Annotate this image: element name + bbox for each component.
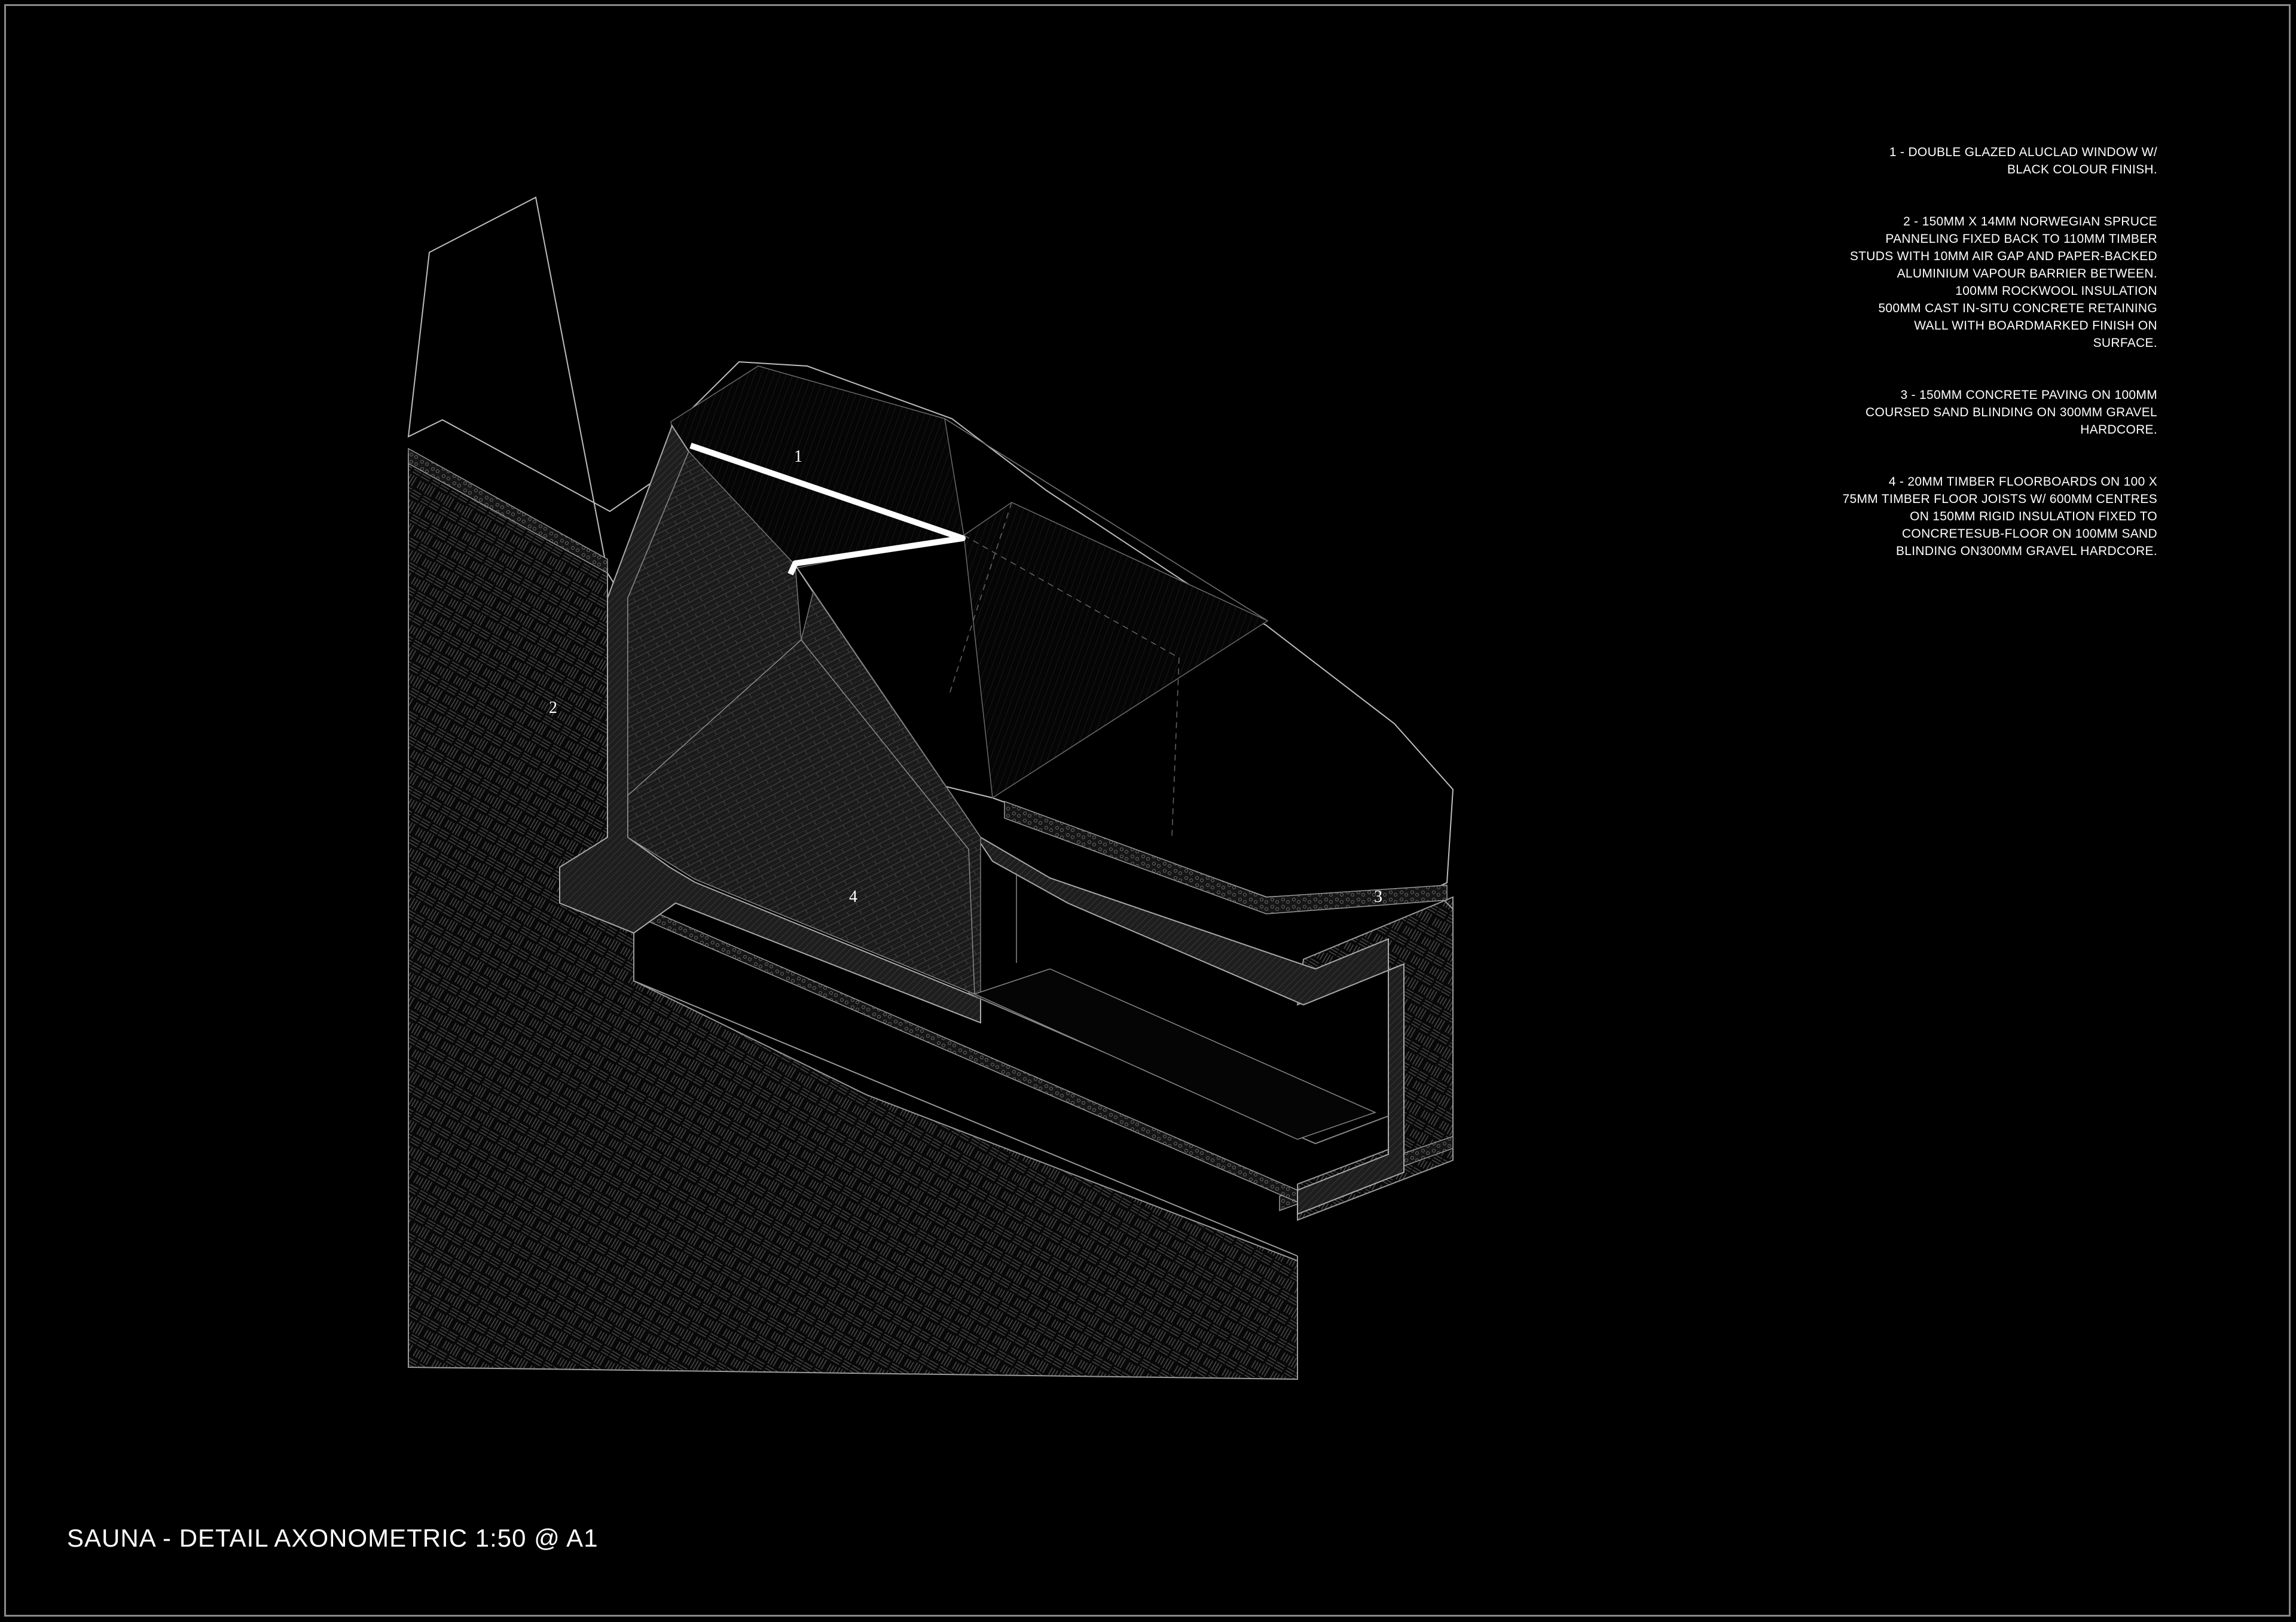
note-line: 500MM CAST IN-SITU CONCRETE RETAINING: [1878, 301, 2157, 315]
callout-3: 3: [1374, 888, 1382, 906]
note-line: COURSED SAND BLINDING ON 300MM GRAVEL: [1866, 406, 2157, 419]
sheet-border: [4, 4, 2291, 1617]
note-line: 1 - DOUBLE GLAZED ALUCLAD WINDOW W/: [1889, 145, 2157, 159]
note-4: 4 - 20MM TIMBER FLOORBOARDS ON 100 X 75M…: [1787, 473, 2157, 560]
note-line: ON 150MM RIGID INSULATION FIXED TO: [1910, 510, 2157, 523]
callouts: 1 2 3 4: [549, 447, 1382, 906]
note-line: BLINDING ON300MM GRAVEL HARDCORE.: [1896, 544, 2157, 558]
note-2: 2 - 150MM X 14MM NORWEGIAN SPRUCE PANNEL…: [1787, 213, 2157, 352]
callout-2: 2: [549, 699, 557, 717]
note-line: PANNELING FIXED BACK TO 110MM TIMBER: [1885, 232, 2157, 246]
note-line: ALUMINIUM VAPOUR BARRIER BETWEEN.: [1897, 267, 2157, 281]
sheet-title: SAUNA - DETAIL AXONOMETRIC 1:50 @ A1: [67, 1524, 599, 1552]
specification-notes: 1 - DOUBLE GLAZED ALUCLAD WINDOW W/ BLAC…: [1787, 144, 2157, 594]
note-line: 100MM ROCKWOOL INSULATION: [1955, 284, 2157, 298]
note-line: STUDS WITH 10MM AIR GAP AND PAPER-BACKED: [1849, 249, 2157, 263]
window-frame: [689, 443, 966, 576]
callout-1: 1: [794, 447, 802, 466]
note-line: SURFACE.: [2093, 336, 2157, 350]
callout-4: 4: [849, 888, 857, 906]
note-line: 3 - 150MM CONCRETE PAVING ON 100MM: [1900, 388, 2157, 402]
note-line: 75MM TIMBER FLOOR JOISTS W/ 600MM CENTRE…: [1842, 492, 2157, 506]
note-line: CONCRETESUB-FLOOR ON 100MM SAND: [1901, 527, 2157, 541]
note-line: 4 - 20MM TIMBER FLOORBOARDS ON 100 X: [1888, 475, 2157, 489]
note-1: 1 - DOUBLE GLAZED ALUCLAD WINDOW W/ BLAC…: [1787, 144, 2157, 178]
note-line: BLACK COLOUR FINISH.: [2007, 163, 2157, 176]
note-line: HARDCORE.: [2080, 423, 2157, 437]
note-line: WALL WITH BOARDMARKED FINISH ON: [1914, 319, 2157, 333]
note-line: 2 - 150MM X 14MM NORWEGIAN SPRUCE: [1903, 215, 2157, 228]
timber-floor: [627, 639, 1377, 1140]
note-3: 3 - 150MM CONCRETE PAVING ON 100MM COURS…: [1787, 386, 2157, 438]
